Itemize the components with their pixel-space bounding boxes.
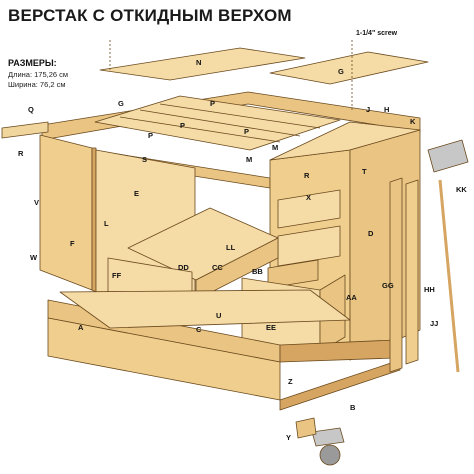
screw-note: 1-1/4" screw <box>356 30 398 37</box>
label-ll: LL <box>226 243 236 252</box>
label-a: A <box>78 323 84 332</box>
hinge-kk <box>427 139 469 173</box>
worktop-slats <box>94 95 341 151</box>
label-x: X <box>306 193 311 202</box>
label-dd: DD <box>178 263 189 272</box>
label-m-top: M <box>272 143 278 152</box>
base-right <box>279 359 401 411</box>
label-z: Z <box>288 377 293 386</box>
label-y: Y <box>286 433 291 442</box>
label-p-1: P <box>210 99 215 108</box>
label-e: E <box>134 189 139 198</box>
cabinet-right-side <box>349 129 421 361</box>
cabinet-left-side <box>39 134 93 291</box>
label-h: H <box>384 105 389 114</box>
label-cc: CC <box>212 263 223 272</box>
label-s: S <box>142 155 147 164</box>
leg-hh <box>405 179 419 365</box>
label-hh: HH <box>424 285 435 294</box>
label-c: C <box>196 325 202 334</box>
panel-n <box>99 47 306 81</box>
label-gg: GG <box>382 281 394 290</box>
dimension-length: Длина: 175,26 см <box>8 70 69 79</box>
label-ff: FF <box>112 271 122 280</box>
label-l: L <box>104 219 109 228</box>
caster-wheel <box>319 444 341 466</box>
label-g-left: G <box>118 99 124 108</box>
label-p-2: P <box>180 121 185 130</box>
label-p-3: P <box>148 131 153 140</box>
label-v: V <box>34 198 39 207</box>
caster-block <box>295 417 317 439</box>
label-bb: BB <box>252 267 263 276</box>
label-t: T <box>362 167 367 176</box>
label-k: K <box>410 117 416 126</box>
label-d: D <box>368 229 374 238</box>
dimension-width: Ширина: 76,2 см <box>8 80 66 89</box>
label-p-4: P <box>244 127 249 136</box>
label-u: U <box>216 311 221 320</box>
label-r-right: R <box>304 171 310 180</box>
label-g-right: G <box>338 67 344 76</box>
page-title: ВЕРСТАК С ОТКИДНЫМ ВЕРХОМ <box>8 6 292 25</box>
drawer-bb <box>267 259 319 289</box>
label-n: N <box>196 58 201 67</box>
label-q: Q <box>28 105 34 114</box>
label-w: W <box>30 253 38 262</box>
label-f: F <box>70 239 75 248</box>
label-kk: KK <box>456 185 467 194</box>
caster-plate <box>311 427 345 447</box>
base-c <box>59 289 351 329</box>
label-ee: EE <box>266 323 276 332</box>
label-r-left: R <box>18 149 24 158</box>
dimensions-heading: РАЗМЕРЫ: <box>8 58 57 68</box>
slide-r-left <box>1 121 49 139</box>
label-j: J <box>366 105 370 114</box>
leg-gg <box>389 177 403 373</box>
cabinet-left-front <box>91 147 97 293</box>
label-m: M <box>246 155 252 164</box>
panel-g-right <box>269 51 429 85</box>
label-b: B <box>350 403 356 412</box>
label-jj: JJ <box>430 319 438 328</box>
label-aa: AA <box>346 293 357 302</box>
drawer-x <box>277 189 341 229</box>
